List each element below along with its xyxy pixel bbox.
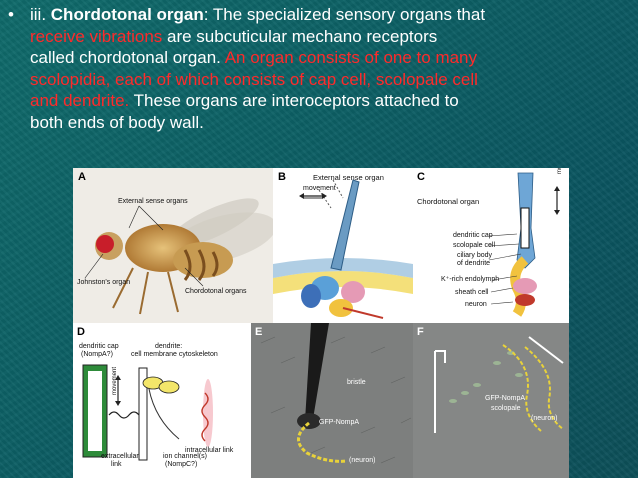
label-neuron-f: (neuron) [531,415,558,422]
label-external-sense-organs: External sense organs [118,198,188,205]
bullet-text: • iii. Chordotonal organ: The specialized… [8,4,630,133]
label-neuron-c: neuron [465,301,487,308]
highlight-receive: receive vibrations [30,26,163,46]
molecular-model-diagram [82,364,213,461]
panel-a-letter: A [78,171,86,183]
label-movement-d: movement [112,366,118,395]
label-dendrite: dendrite: [155,343,183,350]
line-3: called chordotonal organ. An organ consi… [8,47,630,69]
label-scolopale: scolopale [491,405,521,412]
panel-c: C Chordotonal organ movement dendritic c… [413,168,569,323]
label-gfp-nompa-f: GFP-NompA [485,395,526,402]
label-sheath-cell: sheath cell [455,289,489,296]
highlight-organ: An organ consists of one to many [224,48,478,67]
panel-d: D dendritic cap (NompA?) dendrite: cell … [73,323,251,478]
panel-b-letter: B [278,171,286,183]
label-bristle: bristle [347,379,366,386]
label-endolymph: K⁺-rich endolymph [441,276,500,283]
panel-d-letter: D [77,326,85,338]
line-1: • iii. Chordotonal organ: The specialized… [8,4,630,26]
bullet-glyph: • [8,5,14,24]
label-scolopale-cell: scolopale cell [453,242,496,249]
panel-f: F GFP-NompA scolopale (neuron) [413,323,569,478]
label-ciliary-body: ciliary body [457,252,493,259]
line-4: scolopidia, each of which consists of ca… [8,69,630,91]
label-johnstons-organ: Johnston's organ [77,279,131,286]
label-dendritic-cap-d: dendritic cap [79,343,119,350]
panel-c-letter: C [417,171,425,183]
label-of-dendrite: of dendrite [457,260,491,267]
label-membrane-cytoskeleton: cell membrane cytoskeleton [131,351,218,358]
highlight-scolopidia: scolopidia, each of which consists of ca… [30,69,478,89]
line-3-start: called chordotonal organ. [30,48,225,67]
line-5-rest: These organs are interoceptors attached … [129,91,459,110]
figure-image: A External sense organs Johnston's organ… [73,168,569,478]
label-intracellular-link: intracellular link [185,447,234,454]
line-6-text: both ends of body wall. [30,112,204,132]
panel-f-letter: F [417,326,424,338]
label-nompc: (NompC?) [165,461,198,468]
panel-b: B External sense organ movement [273,168,413,323]
label-nompa-d: (NompA?) [81,351,113,358]
line-6: both ends of body wall. [8,112,630,134]
line-2: receive vibrations are subcuticular mech… [8,26,630,48]
label-ion-channels: ion channel(s) [163,453,207,460]
label-chordotonal-organs: Chordotonal organs [185,288,247,295]
term-heading: Chordotonal organ [50,5,204,24]
fly-illustration [84,198,273,315]
roman-numeral: iii. [30,5,51,24]
chordotonal-organ-diagram [488,172,560,317]
label-neuron-e: (neuron) [349,457,376,464]
label-movement-b: movement [303,185,336,192]
chordotonal-micrograph [413,323,569,478]
term-definition: : The specialized sensory organs that [203,5,486,24]
panel-e-letter: E [255,326,263,338]
label-gfp-nompa-e: GFP-NompA [319,419,360,426]
label-extracellular: extracellular [101,453,139,460]
external-sense-organ-diagram [273,179,413,319]
highlight-dendrite: and dendrite. [30,91,130,110]
panel-e: E bristle GFP-NompA (neuron) [251,323,413,478]
line-5: and dendrite. These organs are interocep… [8,90,630,112]
label-link: link [111,461,122,468]
label-chordotonal-organ: Chordotonal organ [417,197,480,206]
label-dendritic-cap: dendritic cap [453,232,493,239]
panel-a: A External sense organs Johnston's organ… [73,168,273,323]
label-movement-c: movement [556,168,564,174]
bristle-micrograph [251,323,413,478]
line-2-rest: are subcuticular mechano receptors [162,26,438,46]
label-external-sense-organ: External sense organ [313,173,384,182]
